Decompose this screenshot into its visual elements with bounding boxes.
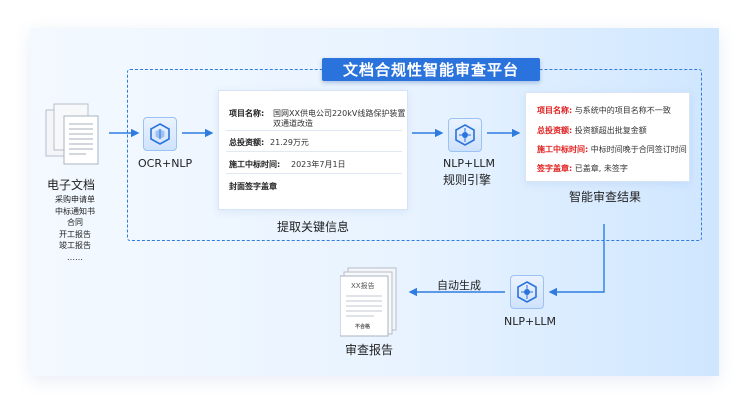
doc-type-item: 竣工报告 — [59, 241, 91, 250]
result-key: 签字盖章: — [537, 164, 573, 173]
extracted-investment: 总投资额: — [229, 137, 264, 148]
doc-type-item: 采购申请单 — [55, 195, 95, 204]
doc-type-item: 中标通知书 — [55, 206, 95, 216]
extracted-bid-time: 施工中标时间: — [229, 159, 280, 170]
result-panel — [525, 92, 690, 182]
report-document-icon — [340, 267, 397, 337]
platform-title: 文档合规性智能审查平台 — [322, 58, 540, 81]
nlp-llm-bottom-label: NLP+LLM — [504, 315, 556, 328]
field-value: 双通道改造 — [273, 119, 313, 128]
rule-engine-label-1: NLP+LLM — [443, 157, 495, 170]
result-key: 施工中标时间: — [537, 145, 589, 154]
result-bid-time: 施工中标时间: 中标时间晚于合同签订时间 — [537, 144, 687, 155]
field-key: 总投资额: — [229, 138, 265, 147]
result-title: 智能审查结果 — [569, 190, 642, 204]
report-stamp-text: 不合格 — [355, 324, 371, 330]
divider — [226, 173, 402, 174]
result-value: 中标时间晚于合同签订时间 — [590, 145, 687, 154]
rule-engine-icon — [448, 118, 482, 152]
divider — [226, 130, 402, 131]
result-investment: 总投资额: 投资额超出批复金额 — [537, 125, 647, 136]
extracted-cover-sign: 封面签字盖章 — [229, 181, 277, 192]
document-stack-icon — [45, 103, 99, 165]
extract-title: 提取关键信息 — [277, 220, 350, 234]
result-key: 总投资额: — [537, 126, 573, 135]
auto-generate-label: 自动生成 — [437, 279, 481, 292]
report-header-text: XX报告 — [351, 282, 375, 290]
ocr-nlp-icon — [143, 117, 177, 151]
result-value: 与系统中的项目名称不一致 — [574, 106, 671, 115]
doc-type-item: 合同 — [67, 218, 83, 227]
extracted-info-panel — [218, 90, 408, 210]
field-key: 项目名称: — [229, 109, 265, 118]
rule-engine-label-2: 规则引擎 — [443, 173, 492, 187]
input-title: 电子文档 — [47, 178, 96, 192]
result-value: 投资额超出批复金额 — [574, 126, 647, 135]
arrow-result-to-nlp — [548, 224, 605, 297]
field-value: 21.29万元 — [270, 138, 309, 147]
divider — [226, 151, 402, 152]
nlp-llm-icon — [510, 275, 544, 309]
result-sign: 签字盖章: 已盖章, 未签字 — [537, 163, 628, 174]
report-title: 审查报告 — [345, 343, 394, 357]
doc-type-item: …… — [67, 252, 83, 262]
field-key: 封面签字盖章 — [229, 182, 277, 191]
ocr-nlp-label: OCR+NLP — [138, 157, 193, 170]
field-key: 施工中标时间: — [229, 160, 281, 169]
extracted-project-name: 项目名称: — [229, 108, 264, 119]
doc-type-item: 开工报告 — [59, 229, 91, 239]
field-value: 国网XX供电公司220kV线路保护装置 — [273, 109, 406, 118]
result-project-name: 项目名称: 与系统中的项目名称不一致 — [537, 105, 671, 116]
doc-type-list: 采购申请单 中标通知书 合同 开工报告 竣工报告 …… — [48, 194, 102, 263]
field-value: 2023年7月1日 — [291, 160, 346, 169]
result-value: 已盖章, 未签字 — [574, 164, 628, 173]
result-key: 项目名称: — [537, 106, 573, 115]
